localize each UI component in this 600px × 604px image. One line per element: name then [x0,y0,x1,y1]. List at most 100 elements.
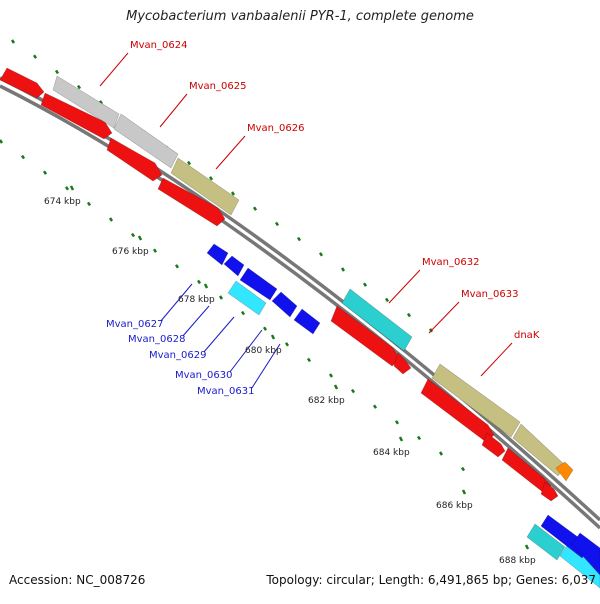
scale-tick [203,283,209,289]
tick-mark [274,221,280,227]
tick-mark [296,236,302,242]
gene-mvan-0627-arrow[interactable] [206,243,229,266]
feature-cyan-2 [341,288,413,352]
gene-red-arrow-2[interactable] [481,432,506,458]
tick-mark [130,232,136,238]
gene-mvan-0629-arrow[interactable] [239,267,278,301]
scale-tick [398,436,404,442]
tick-mark [318,252,324,257]
tick-mark [306,357,312,363]
gene-label[interactable]: Mvan_0624 [130,40,187,51]
gene-label[interactable]: Mvan_0632 [422,257,479,268]
feature-grey-2 [113,113,179,169]
feature-cyan-3 [526,523,566,561]
gene-blue-arrow-3[interactable] [571,532,600,576]
tick-mark [208,176,214,181]
scale-tick [270,334,276,340]
feature-tracks [0,67,600,589]
leader-line [215,135,246,170]
tick-mark [98,100,104,105]
gene-label[interactable]: Mvan_0626 [247,123,304,134]
tick-mark [394,420,400,425]
feature-cyan-1 [227,280,267,316]
tick-mark [340,267,346,272]
feature-olive-2 [431,363,521,438]
tick-mark [108,217,114,222]
leader-line [229,329,263,373]
leader-line [159,93,188,128]
gene-mvan-0633-arrow[interactable] [393,352,412,375]
gene-mvan-0624-arrow-inner[interactable] [40,92,113,140]
tick-mark [152,248,158,253]
feature-olive-1 [170,157,240,216]
tick-mark [196,279,202,285]
feature-light-cyan-2 [559,543,600,589]
accession-label: Accession: NC_008726 [9,573,146,587]
gene-mvan-0631-arrow[interactable] [293,308,321,335]
tick-mark [372,404,378,409]
leader-line [251,343,281,389]
tick-mark [362,282,368,287]
tick-mark [10,39,16,44]
tick-mark [54,69,60,75]
gene-label[interactable]: Mvan_0625 [189,81,246,92]
tick-mark [0,139,4,144]
tick-mark [384,297,390,303]
tick-mark [174,264,180,269]
tick-mark [218,295,224,300]
tick-mark [460,466,466,472]
leader-line [160,283,193,322]
scale-label: 682 kbp [308,396,345,406]
scale-tick [524,544,530,550]
scale-tick [137,235,143,241]
leader-line [388,269,421,304]
gene-label[interactable]: Mvan_0627 [106,319,163,330]
scale-label: 678 kbp [178,295,215,305]
tick-mark [406,312,412,318]
scale-label: 686 kbp [436,501,473,511]
gene-mvan-0625-arrow[interactable] [106,137,163,182]
tick-mark [416,435,422,441]
map-title: Mycobacterium vanbaalenii PYR-1, complet… [126,9,474,24]
tick-mark [230,191,236,196]
leader-line [182,305,210,337]
tick-mark [350,388,356,394]
leader-line [203,316,235,353]
gene-mvan-0628-arrow[interactable] [223,255,245,277]
leader-line [480,342,513,377]
tick-mark [186,160,192,166]
feature-grey-1 [52,75,120,129]
leader-line [99,52,129,87]
tick-mark [328,373,334,378]
gene-label[interactable]: dnaK [514,330,540,341]
gene-mvan-0624-arrow[interactable] [0,67,45,99]
tick-mark [438,451,444,456]
tick-mark [64,186,70,191]
scale-label: 688 kbp [499,556,536,566]
gene-mvan-0630-arrow[interactable] [271,291,298,318]
scale-label: 676 kbp [112,247,149,257]
label-leader-lines [99,52,513,389]
genome-summary: Topology: circular; Length: 6,491,865 bp… [266,573,596,587]
tick-mark [76,84,82,90]
tick-mark [42,170,48,175]
gene-label[interactable]: Mvan_0633 [461,289,518,300]
gene-label[interactable]: Mvan_0629 [149,350,206,361]
gene-mvan-0626-arrow[interactable] [157,177,226,227]
scale-tick [69,185,75,191]
gene-red-arrow-4[interactable] [540,481,559,502]
scale-label: 684 kbp [373,448,410,458]
gene-label[interactable]: Mvan_0631 [197,386,254,397]
gene-label[interactable]: Mvan_0628 [128,334,185,345]
tick-mark [240,310,246,316]
tick-mark [262,326,268,331]
leader-line [428,301,460,334]
scale-tick [333,384,339,390]
tick-mark [20,154,26,160]
tick-mark [32,54,38,59]
tick-mark [284,342,290,347]
gene-label[interactable]: Mvan_0630 [175,370,232,381]
